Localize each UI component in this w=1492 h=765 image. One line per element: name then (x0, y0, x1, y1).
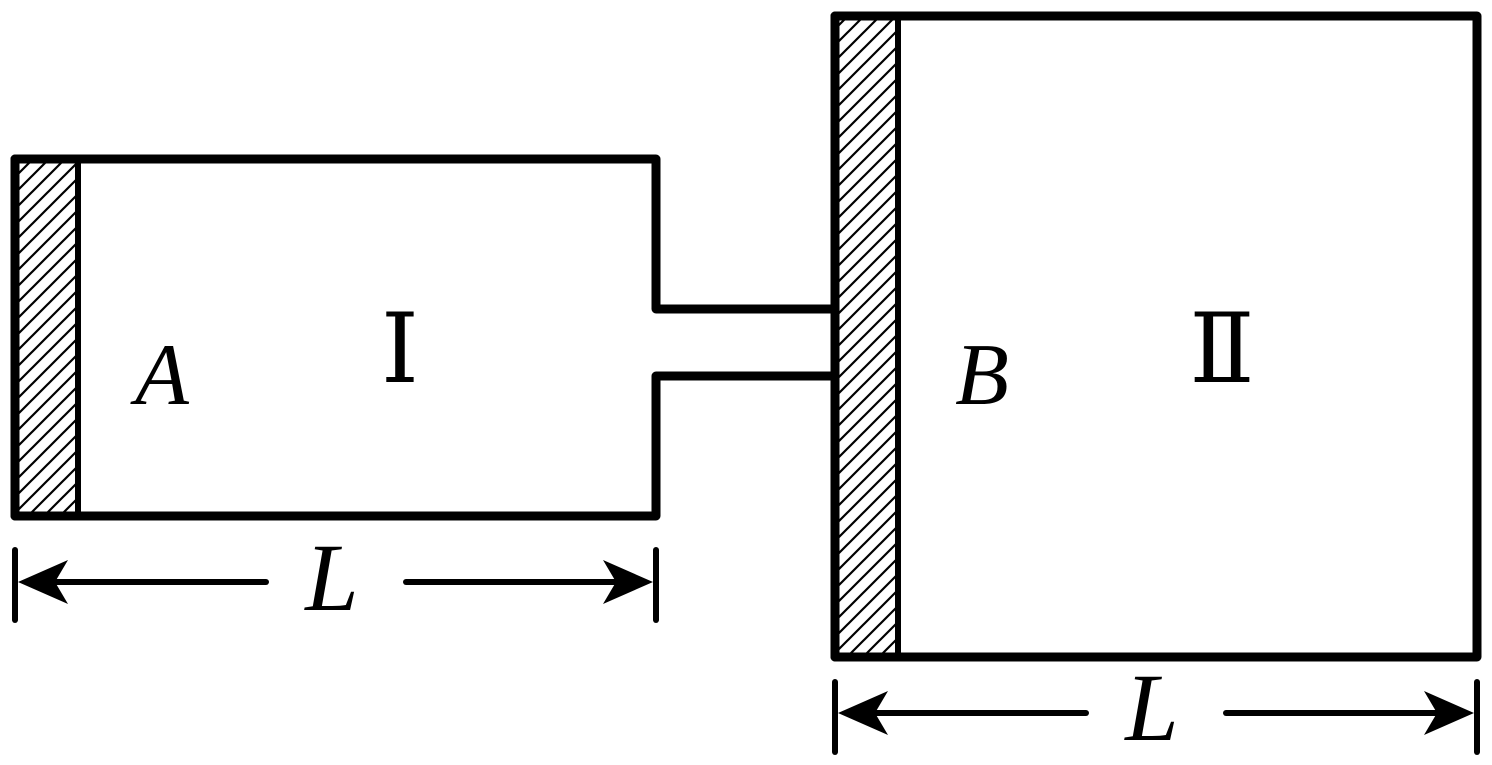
label-length-right: L (1123, 654, 1178, 761)
label-piston-b: B (955, 327, 1009, 424)
cylinder-1-wall (10, 154, 840, 314)
cylinder-1 (10, 154, 840, 521)
label-piston-a: A (130, 327, 190, 424)
arrow-right-icon (603, 560, 653, 604)
arrow-right-icon (1424, 691, 1474, 735)
label-chamber-1: Ⅰ (381, 296, 419, 403)
label-chamber-2: Ⅱ (1189, 296, 1254, 403)
dimension-right (832, 679, 1480, 755)
label-length-left: L (303, 524, 358, 631)
piston-b (832, 13, 901, 660)
arrow-left-icon (18, 560, 68, 604)
dimension-left (12, 547, 659, 623)
cylinder-2-wall (830, 11, 1482, 662)
cylinder-1-wall-bottom (10, 371, 840, 521)
piston-a (12, 156, 81, 519)
arrow-left-icon (838, 691, 888, 735)
cylinder-2 (830, 11, 1482, 662)
